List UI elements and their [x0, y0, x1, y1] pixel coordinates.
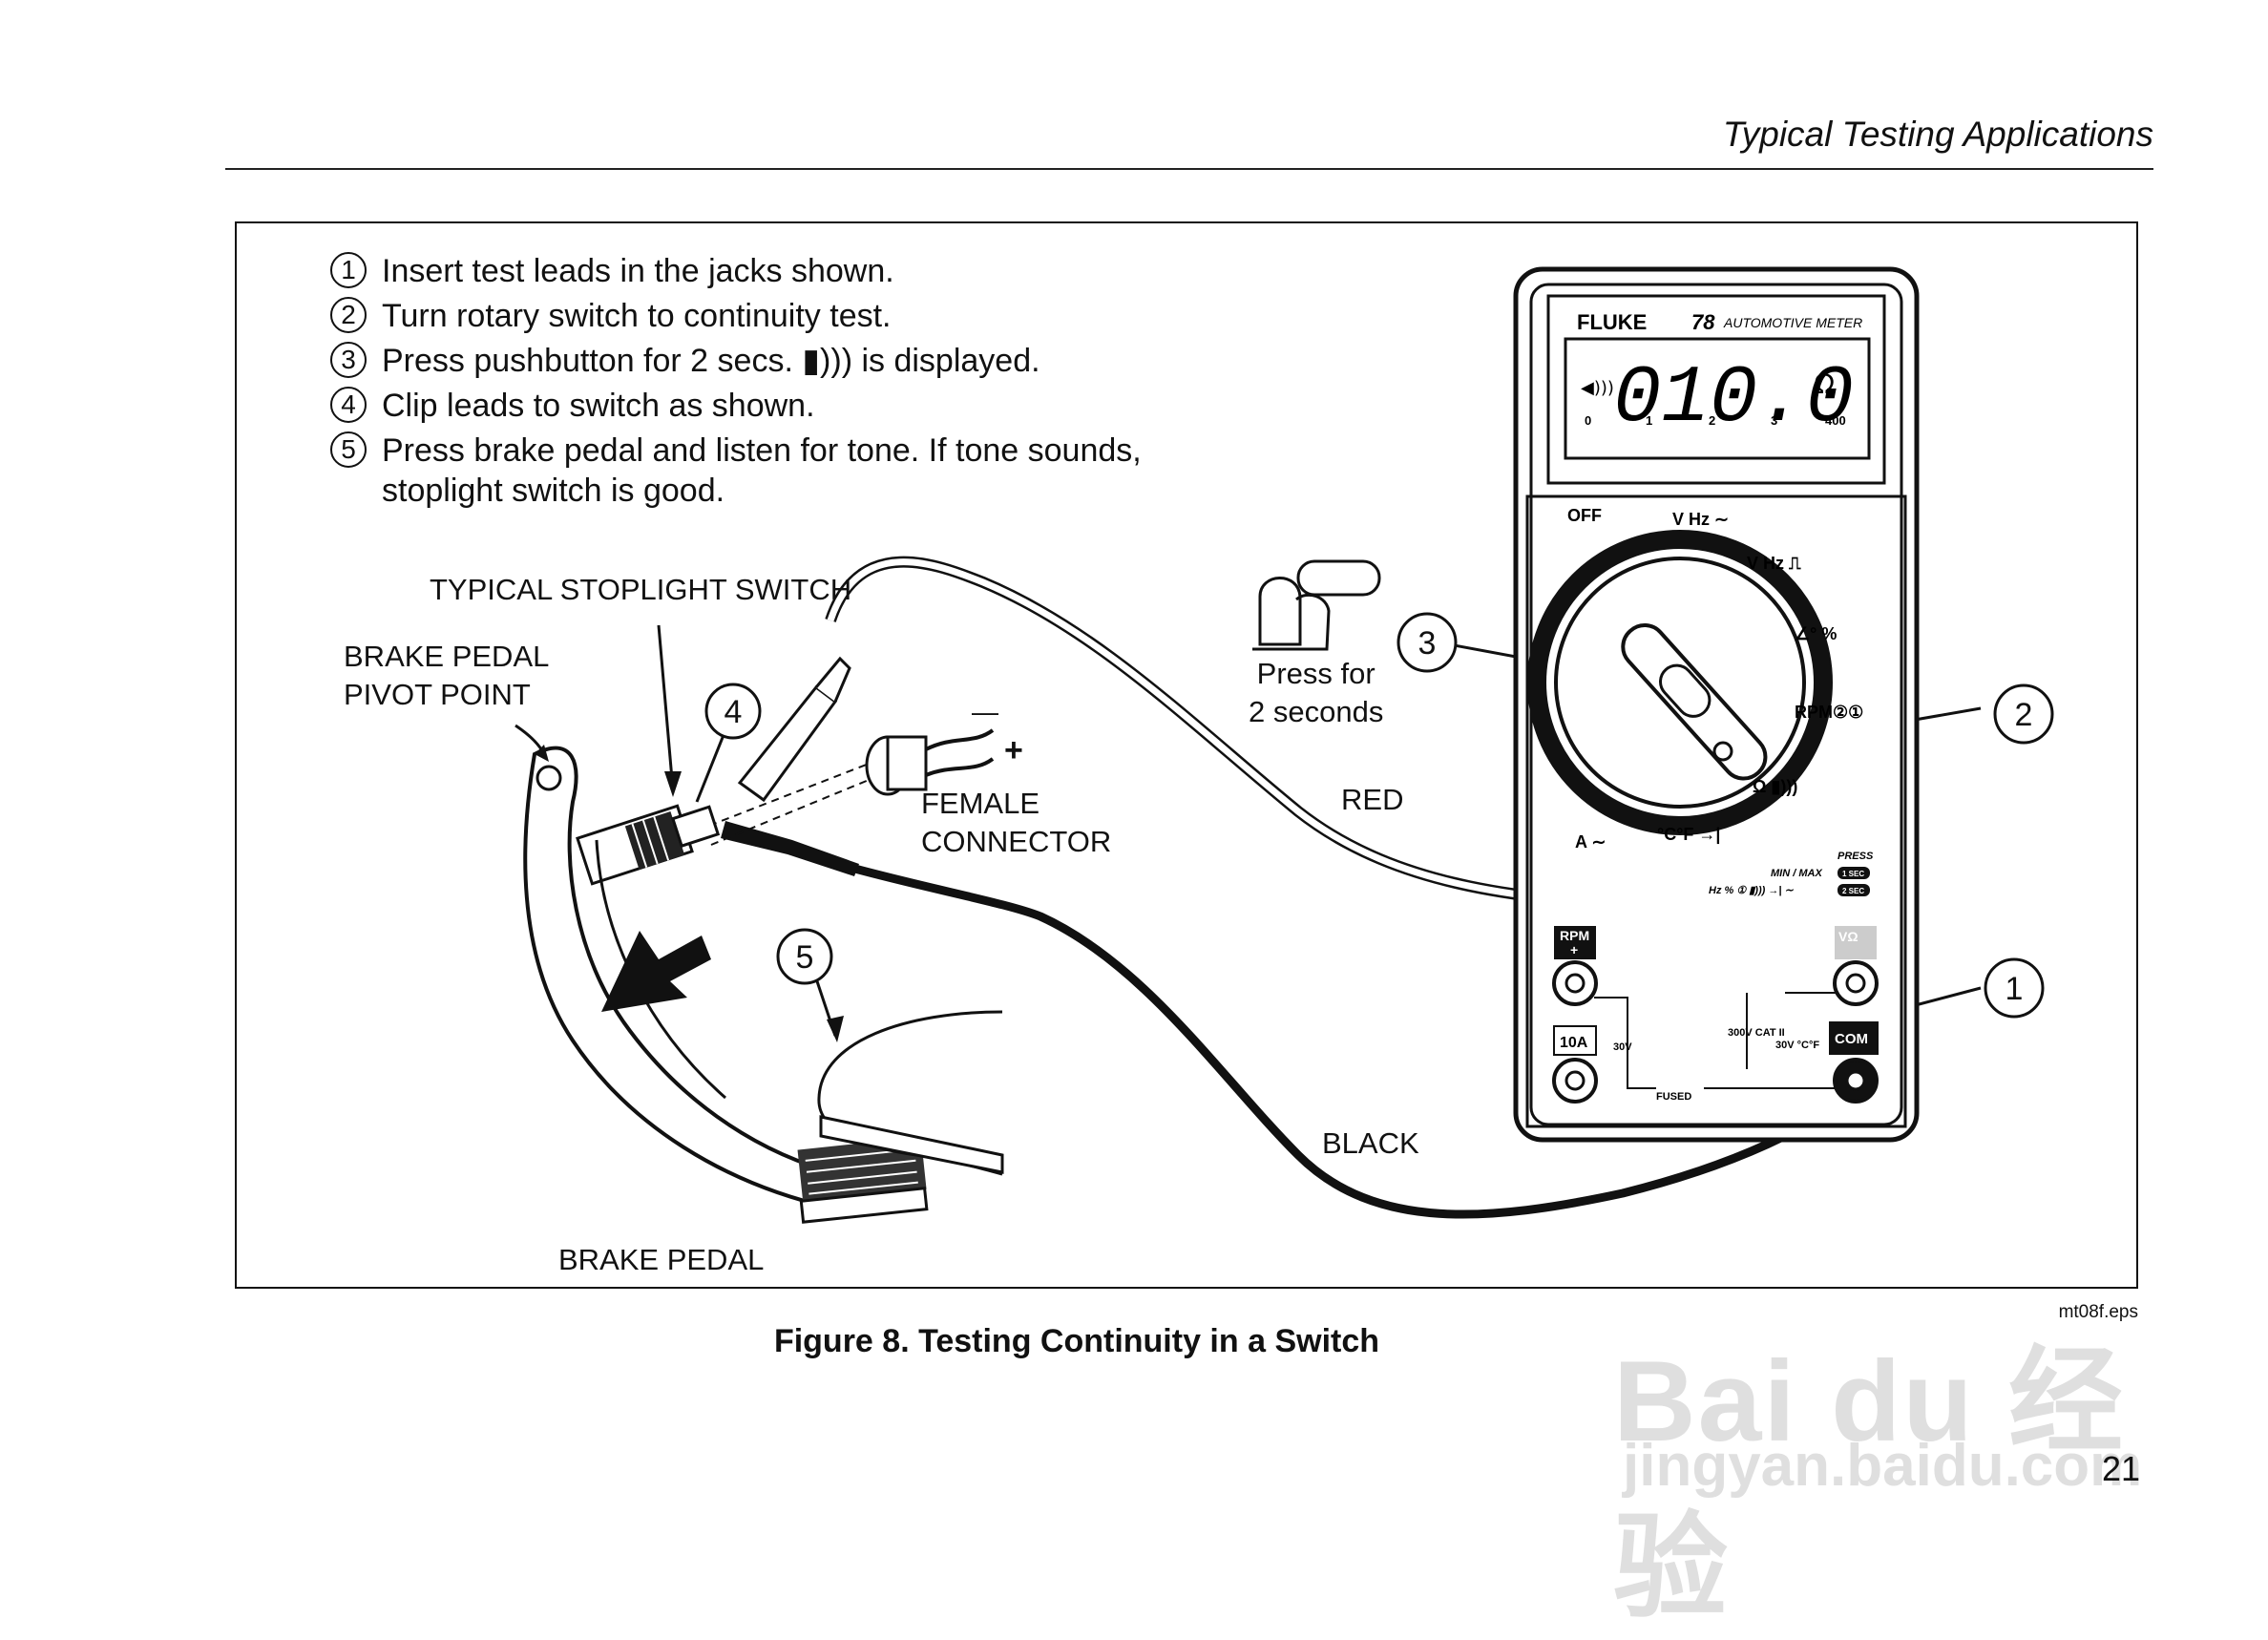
scale-tick: 400 [1825, 413, 1846, 428]
step-number: 4 [330, 387, 367, 423]
step-1: 1 Insert test leads in the jacks shown. [330, 246, 1142, 291]
running-header: Typical Testing Applications [1722, 115, 2153, 154]
stoplight-switch-label: TYPICAL STOPLIGHT SWITCH [430, 573, 852, 606]
brake-pedal-label: BRAKE PEDAL [558, 1243, 765, 1276]
callout-number: 1 [2006, 971, 2024, 1007]
dial-off: OFF [1567, 506, 1602, 525]
sec1-label: 1 SEC [1842, 870, 1864, 878]
callout-number: 4 [724, 694, 743, 730]
vohm-jack-label: VΩ [1838, 929, 1858, 944]
scale-tick: 1 [1646, 413, 1652, 428]
step-number: 2 [330, 297, 367, 333]
dial-temp: °C°F →| [1657, 825, 1720, 844]
cf-label: 30V °C°F [1775, 1040, 1819, 1051]
black-probe [721, 821, 859, 876]
step-text: Turn rotary switch to continuity test. [382, 298, 892, 334]
figure-caption: Figure 8. Testing Continuity in a Switch [0, 1323, 2268, 1360]
sec2-label: 2 SEC [1842, 887, 1864, 895]
tena-jack-label: 10A [1560, 1035, 1588, 1051]
step-text: Press pushbutton for 2 secs. ▮))) is dis… [382, 343, 1040, 379]
com-jack-label: COM [1835, 1031, 1868, 1047]
minmax-label: MIN / MAX [1771, 868, 1822, 879]
step-text: Clip leads to switch as shown. [382, 388, 815, 424]
callout-number: 3 [1418, 625, 1437, 662]
step-5: 5 Press brake pedal and listen for tone.… [330, 426, 1142, 511]
svg-text:+: + [1570, 942, 1578, 957]
step-text: Press brake pedal and listen for tone. I… [382, 432, 1142, 509]
callout-3 [1396, 612, 1458, 673]
multimeter: FLUKE 78 AUTOMOTIVE METER ◀))) 010.0 Ω 0… [1513, 266, 1920, 1143]
scale-tick: 2 [1709, 413, 1715, 428]
pivot-point-label: BRAKE PEDAL PIVOT POINT [344, 640, 550, 711]
hz-row-label: Hz % ① ▮))) →| ∼ [1709, 885, 1794, 896]
callout-number: 2 [2015, 697, 2033, 733]
page-number: 21 [2101, 1449, 2140, 1488]
minus-sign: — [972, 697, 998, 726]
figure-file-ref: mt08f.eps [2058, 1302, 2138, 1322]
dial-rpm: RPM②① [1795, 703, 1863, 722]
dial-vac: V Hz ∼ [1672, 510, 1729, 529]
figure-caption-text: Figure 8. Testing Continuity in a Switch [773, 1323, 1380, 1359]
figure-frame [235, 221, 2138, 1289]
black-test-lead [733, 826, 1864, 1219]
plus-sign: + [1004, 732, 1023, 768]
step-3: 3 Press pushbutton for 2 secs. ▮))) is d… [330, 336, 1142, 381]
watermark-logo: Bai du 经验 [1613, 1337, 2126, 1631]
callout-1 [1984, 957, 2045, 1019]
instruction-list: 1 Insert test leads in the jacks shown. … [330, 246, 1142, 511]
callout-number: 5 [796, 939, 814, 976]
press-arrow [601, 931, 711, 1012]
dial-amp: A ∼ [1575, 832, 1606, 852]
callout-5 [776, 928, 833, 985]
header-rule [225, 168, 2153, 170]
switch-pointer [657, 624, 675, 791]
meter-model: 78 [1691, 310, 1715, 334]
dial-vdc: V Hz ⎍ [1747, 554, 1801, 573]
red-lead-label: RED [1341, 783, 1404, 816]
meter-reading: 010.0 [1613, 354, 1854, 445]
step-number: 1 [330, 252, 367, 288]
scale-tick: 0 [1585, 413, 1591, 428]
rpm-jack-label: RPM [1560, 928, 1589, 943]
baidu-watermark: Bai du 经验 jingyan.baidu.com [1613, 1241, 2148, 1631]
step-2: 2 Turn rotary switch to continuity test. [330, 291, 1142, 336]
dial-ohm: Ω ▮))) [1753, 777, 1797, 796]
stoplight-switch [576, 804, 721, 886]
step-number: 3 [330, 342, 367, 378]
press-label: PRESS [1838, 851, 1874, 862]
callout-2 [1993, 683, 2054, 745]
cat-label: 300V CAT II [1728, 1027, 1785, 1039]
black-lead-label: BLACK [1322, 1126, 1419, 1160]
step-4: 4 Clip leads to switch as shown. [330, 381, 1142, 426]
step-text: Insert test leads in the jacks shown. [382, 253, 894, 289]
dial-dwell: ∠° % [1795, 624, 1837, 643]
connector-pointer [695, 725, 729, 803]
callout-4 [704, 683, 762, 740]
female-connector-label: FEMALE CONNECTOR [921, 787, 1112, 858]
meter-brand: FLUKE [1577, 310, 1647, 334]
beeper-icon: ◀))) [1581, 378, 1614, 398]
finger-press-icon [1252, 559, 1381, 651]
meter-unit: Ω [1814, 368, 1835, 400]
female-connector [696, 728, 995, 846]
step-number: 5 [330, 431, 367, 468]
v30-label: 30V [1613, 1041, 1632, 1053]
press-for-label: Press for 2 seconds [1249, 657, 1384, 728]
meter-subtitle: AUTOMOTIVE METER [1723, 315, 1862, 330]
fused-label: FUSED [1656, 1091, 1691, 1103]
brake-pedal-arm [523, 746, 1004, 1224]
scale-tick: 3 [1771, 413, 1777, 428]
wiring-diagram: 1 2 3 4 5 FLUKE 78 AUTOMOTIVE METER ◀)))… [514, 266, 2054, 1224]
watermark-url: jingyan.baidu.com [1623, 1433, 2143, 1499]
